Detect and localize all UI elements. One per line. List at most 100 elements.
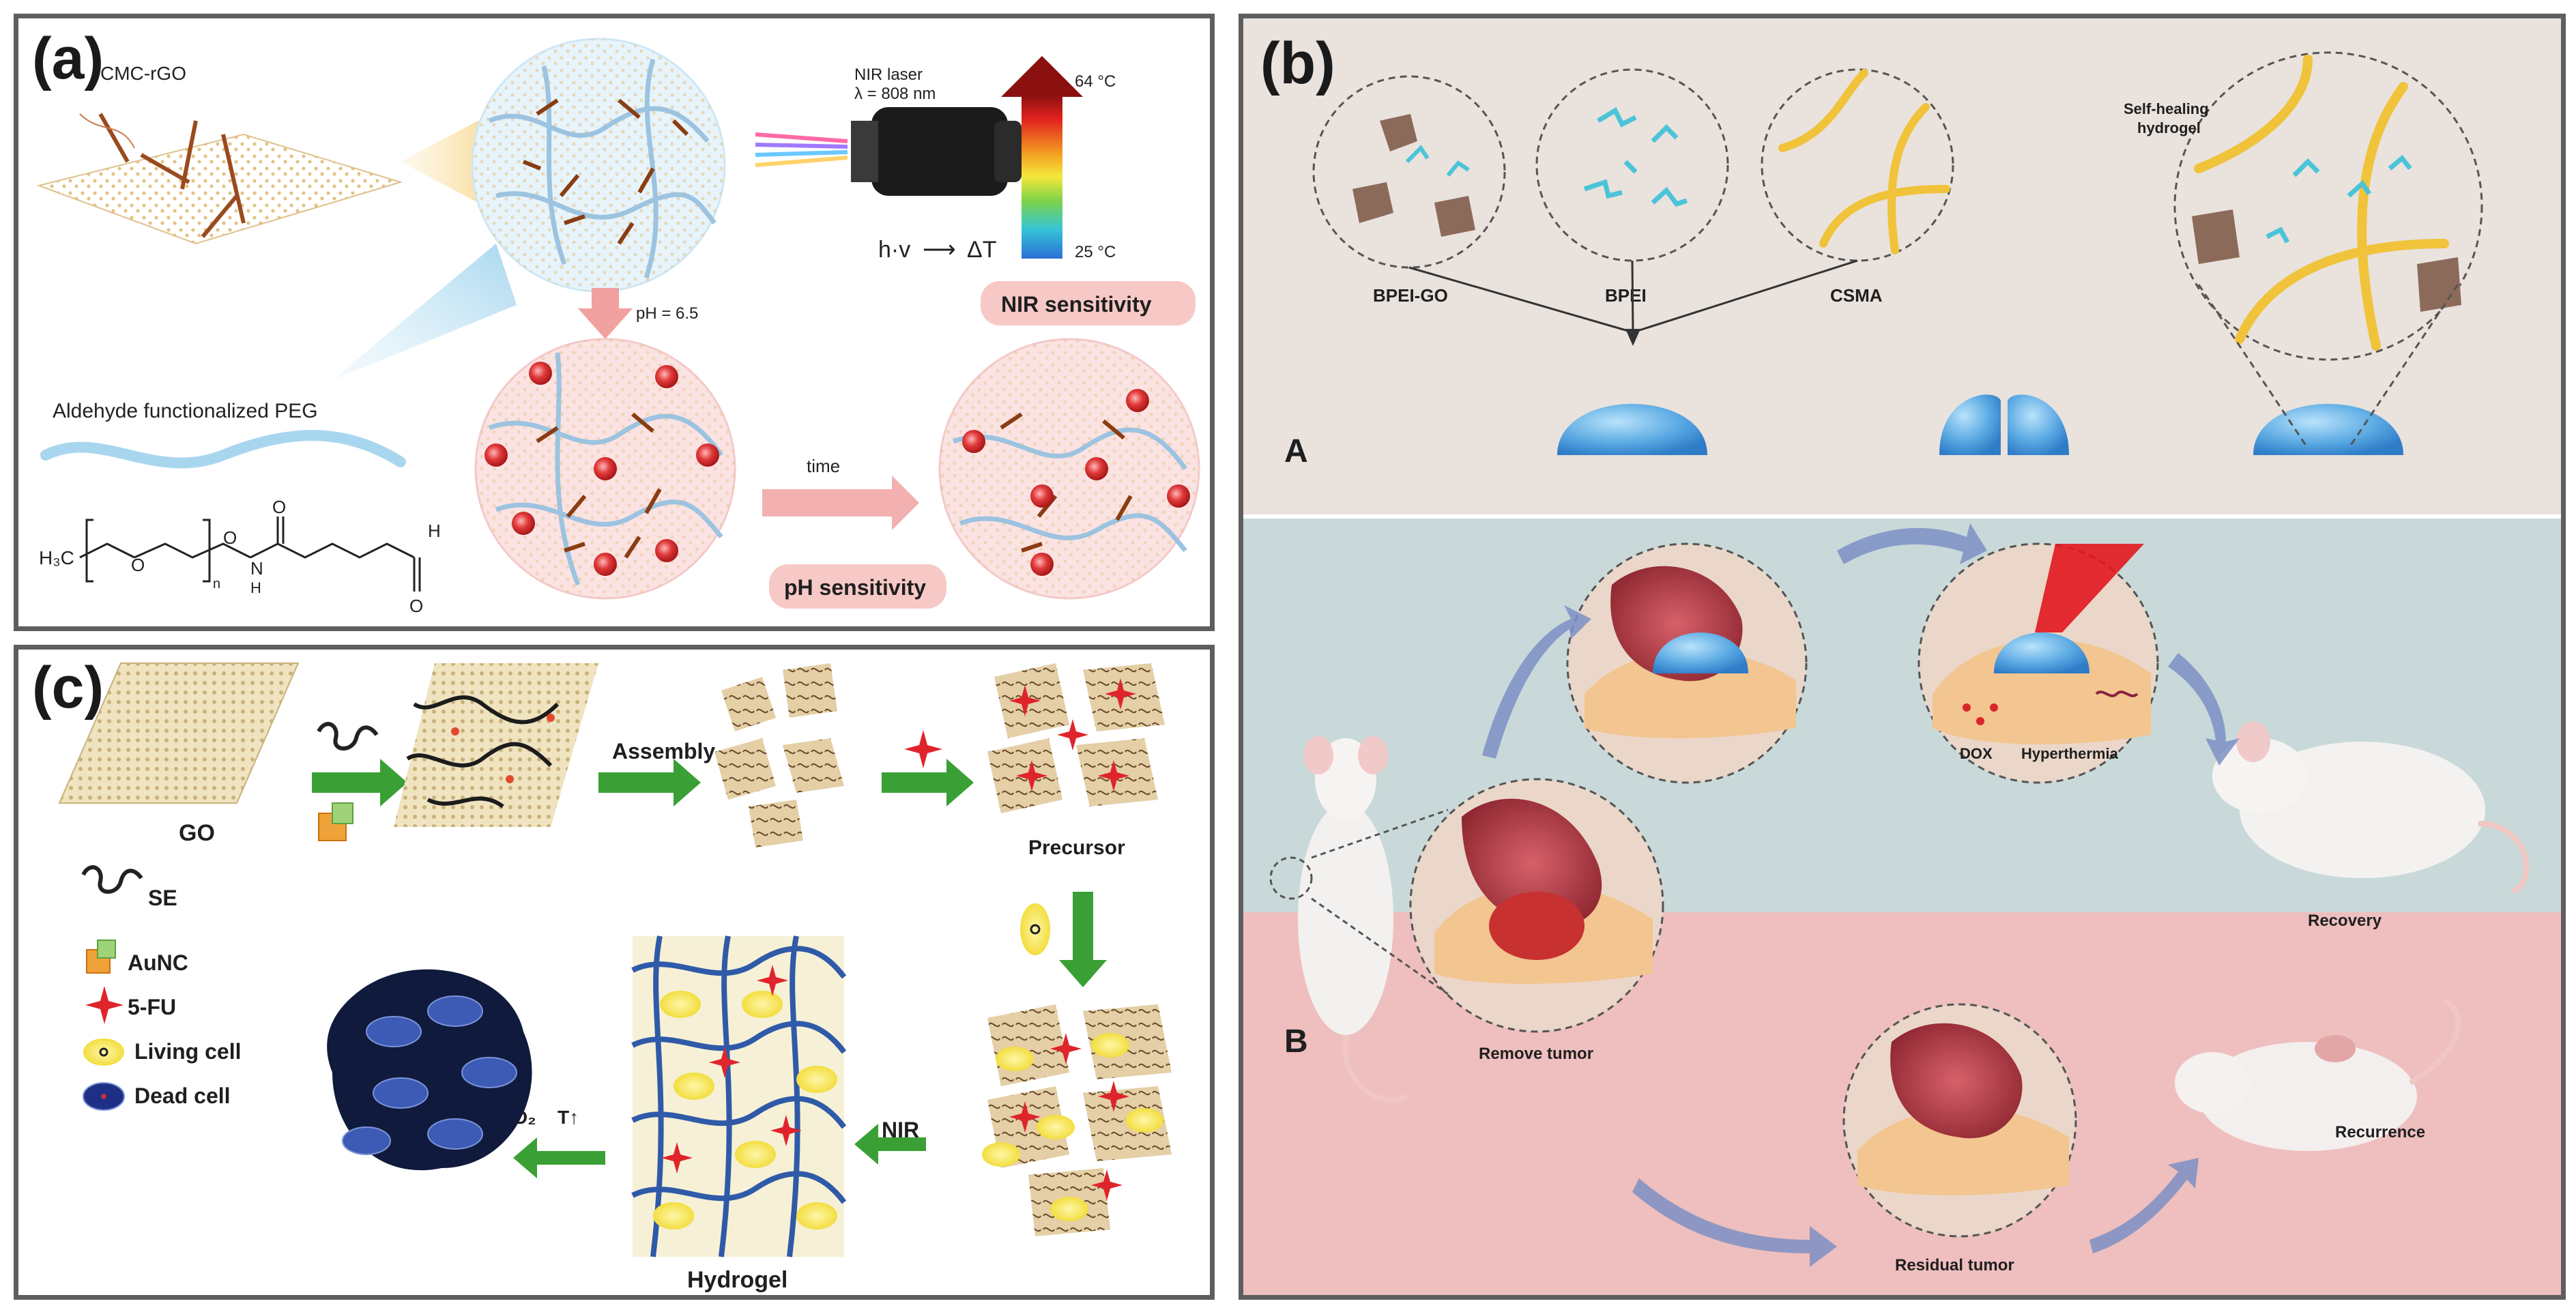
hydrogel-network — [631, 935, 847, 1257]
legend-se-icon — [81, 865, 143, 894]
dox-label: DOX — [1960, 745, 1993, 762]
zoom-cone-bottom — [332, 244, 517, 380]
temperature-rise-label: T↑ — [558, 1107, 579, 1128]
go-sheet — [58, 663, 300, 804]
panel-b: (b) BPEI-GO BPEI CSMA Self-healing hydro… — [1239, 14, 2566, 1300]
formula-o3: O — [272, 497, 286, 517]
laser-label-1: NIR laser — [854, 66, 923, 84]
aunc-icon-top — [318, 802, 353, 841]
section-b-label: B — [1284, 1023, 1308, 1060]
remove-tumor-label: Remove tumor — [1479, 1045, 1593, 1063]
nir-sensitivity-label: NIR sensitivity — [1001, 292, 1152, 317]
go-se-sheet — [394, 663, 598, 827]
cmc-rgo-label: CMC-rGO — [100, 63, 186, 84]
hv-label: h·v — [878, 237, 910, 263]
process-arrows — [312, 759, 1107, 1178]
recovery-label: Recovery — [2308, 912, 2382, 930]
ph-hydrogel-circle-1 — [474, 338, 736, 600]
hv-arrow: ⟶ — [923, 237, 956, 263]
bpei-go-circle — [1312, 75, 1506, 269]
remove-tumor-circle — [1409, 778, 1664, 1033]
delta-t-label: ΔT — [967, 237, 996, 263]
hydrogel-label: Hydrogel — [687, 1267, 787, 1293]
formula-o2: O — [223, 527, 237, 548]
assembly-label: Assembly — [612, 739, 715, 763]
temp-low-label: 25 °C — [1075, 243, 1116, 261]
peg-chain — [40, 430, 406, 469]
self-healing-label-1: Self-healing — [2124, 100, 2209, 117]
csma-circle — [1761, 68, 1954, 262]
legend-5fu-label: 5-FU — [128, 995, 176, 1019]
ph-hydrogel-circle-2 — [938, 338, 1200, 600]
legend: SE AuNC 5-FU Living cell Dead cell — [81, 865, 241, 1111]
self-healing-label-2: hydrogel — [2137, 119, 2201, 136]
residual-tumor-circle — [1842, 1003, 2077, 1238]
hydrogel-half-left — [1939, 394, 2001, 455]
precursor-with-cells — [982, 1004, 1172, 1236]
nir-label: NIR — [882, 1118, 919, 1142]
formula-o1: O — [131, 555, 145, 575]
ph-label: pH = 6.5 — [636, 304, 698, 323]
panel-c: (c) GO Assembly NIR — [14, 645, 1215, 1300]
section-a-label: A — [1284, 433, 1308, 469]
formula-h-end: H — [428, 521, 441, 541]
aldehyde-peg-label: Aldehyde functionalized PEG — [53, 400, 318, 422]
hydrogel-half-right — [2008, 394, 2069, 455]
ph-arrow — [578, 288, 633, 339]
assembled-flakes — [714, 663, 844, 847]
panel-a: (a) CMC-rGO NIR laser λ = 808 nm 64 °C 2… — [14, 14, 1215, 631]
hydrogel-implant-circle — [1566, 542, 1808, 784]
recurrence-label: Recurrence — [2335, 1123, 2425, 1141]
laser-treatment-circle — [1917, 542, 2159, 784]
precursor-flakes — [987, 663, 1165, 813]
mixing-lines — [1408, 259, 1858, 334]
mouse-recovery — [2212, 721, 2530, 894]
panel-c-figure: (c) GO Assembly NIR — [32, 655, 1172, 1293]
formula-nh-h: H — [250, 579, 261, 596]
go-label: GO — [179, 820, 215, 846]
formula-o4: O — [409, 596, 423, 616]
ph-sensitivity-label: pH sensitivity — [784, 575, 926, 600]
laser-label-2: λ = 808 nm — [854, 85, 936, 103]
time-arrow — [762, 476, 919, 530]
formula-n: n — [213, 577, 220, 592]
temperature-scale — [1001, 56, 1083, 259]
legend-5fu-icon — [85, 986, 124, 1024]
flow-arrows — [1482, 523, 2240, 1267]
bpei-go-label: BPEI-GO — [1373, 285, 1448, 306]
mixing-arrowhead — [1625, 329, 1640, 346]
panel-c-label: (c) — [32, 655, 104, 720]
formula-nh-n: N — [250, 558, 263, 579]
bpei-circle — [1535, 68, 1729, 262]
formula-h3c: H₃C — [39, 547, 74, 568]
panel-b-figure: (b) BPEI-GO BPEI CSMA Self-healing hydro… — [1243, 18, 2561, 1295]
bpei-label: BPEI — [1605, 285, 1647, 306]
cmc-rgo-sheet — [36, 113, 403, 245]
nir-sensitivity-badge — [981, 281, 1196, 325]
legend-se-label: SE — [148, 886, 177, 910]
legend-living-cell-icon — [83, 1038, 124, 1066]
living-cell-icon-mid — [1020, 903, 1050, 955]
ph-sensitivity-badge — [769, 564, 946, 609]
legend-living-cell-label: Living cell — [134, 1039, 241, 1064]
nir-laser-device — [755, 107, 1022, 196]
hydrogel-dome-1 — [1557, 404, 1707, 455]
panel-a-figure: (a) CMC-rGO NIR laser λ = 808 nm 64 °C 2… — [32, 26, 1200, 616]
legend-dead-cell-label: Dead cell — [134, 1083, 231, 1108]
panel-a-label: (a) — [32, 26, 104, 91]
legend-aunc-icon — [86, 940, 116, 974]
self-healing-circle — [2173, 51, 2483, 449]
hyperthermia-label: Hyperthermia — [2021, 745, 2119, 762]
temp-high-label: 64 °C — [1075, 72, 1116, 91]
panel-b-label: (b) — [1260, 31, 1335, 96]
peg-formula — [79, 516, 421, 592]
legend-aunc-label: AuNC — [128, 950, 188, 975]
hydrogel-dome-healed — [2253, 404, 2403, 455]
mouse-recurrence — [2175, 998, 2461, 1151]
dead-cell-cluster — [327, 969, 532, 1171]
residual-tumor-label: Residual tumor — [1895, 1256, 2014, 1275]
hydrogel-network-circle — [471, 38, 726, 293]
precursor-label: Precursor — [1028, 836, 1125, 859]
mouse-left — [1269, 736, 1408, 1103]
time-label: time — [807, 456, 840, 476]
